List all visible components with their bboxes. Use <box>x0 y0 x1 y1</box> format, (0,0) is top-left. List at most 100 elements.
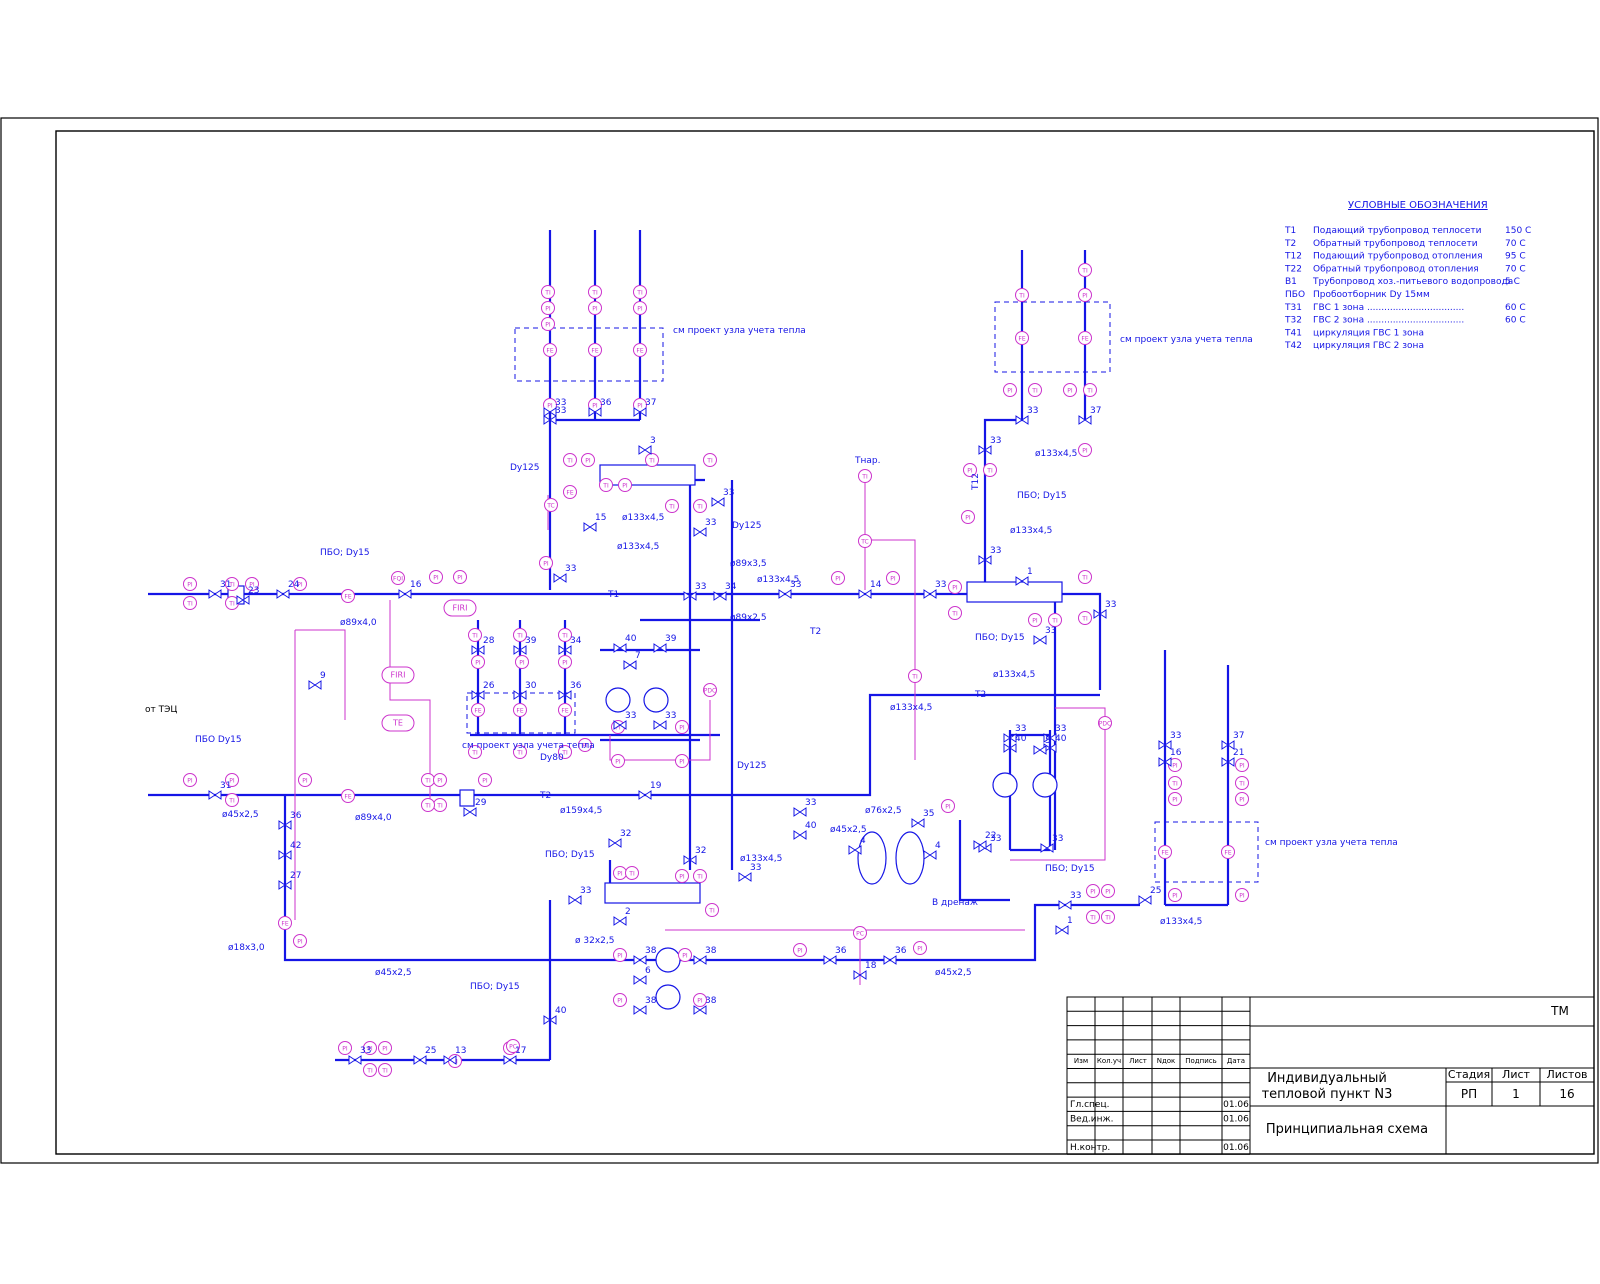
instrument-ti-icon: TI <box>705 903 719 917</box>
svg-text:TI: TI <box>706 457 713 464</box>
svg-text:TI: TI <box>1081 574 1088 581</box>
svg-text:33: 33 <box>555 406 566 416</box>
instrument-fe-icon: FE <box>563 485 577 499</box>
label-d89c: ø89х2,5 <box>730 613 767 623</box>
label-d45-c: ø45х2,5 <box>830 825 867 835</box>
legend-value: 5 С <box>1505 277 1520 287</box>
label-pbo-5: ПБО; Dy15 <box>1017 491 1067 501</box>
instrument-ti-icon: TI <box>513 628 527 642</box>
svg-text:37: 37 <box>1233 731 1244 741</box>
valve-icon: 36 <box>883 946 907 965</box>
valve-icon: 33 <box>711 488 734 507</box>
instrument-fe-icon: FE <box>278 916 292 930</box>
valve-icon: 1 <box>1055 916 1073 935</box>
title-col-header: Nдок <box>1157 1057 1176 1065</box>
pump-6b <box>655 984 681 1010</box>
instrument-pi-icon: PI <box>541 317 555 331</box>
valve-icon: 13 <box>443 1046 466 1065</box>
instrument-ti-icon: TI <box>468 745 482 759</box>
instrument-pi-icon: PI <box>515 655 529 669</box>
svg-text:32: 32 <box>695 846 706 856</box>
label-dy125-a: Dy125 <box>510 463 539 473</box>
valve-icon: 16 <box>398 580 422 599</box>
svg-text:TI: TI <box>471 632 478 639</box>
valve-icon: 33 <box>613 711 636 730</box>
label-pbo-3: ПБО; Dy15 <box>545 850 595 860</box>
valve-icon: 42 <box>278 841 301 860</box>
instrument-pi-icon: PI <box>183 577 197 591</box>
instrument-ti-icon: TI <box>468 628 482 642</box>
svg-text:39: 39 <box>525 636 537 646</box>
label-t1: Т1 <box>607 590 619 600</box>
pipe-labels: Т1 Т2 Т2 Т2 Т12 от ТЭЦ В дренаж Тнар. Dy… <box>145 326 1398 992</box>
instrument-pi-icon: PI <box>293 934 307 948</box>
valve-icon: 1 <box>1015 567 1033 586</box>
svg-text:33: 33 <box>625 711 636 721</box>
svg-text:PI: PI <box>679 758 685 765</box>
svg-text:PI: PI <box>1007 387 1013 394</box>
valve-icon: 33 <box>693 518 716 537</box>
instrument-ti-icon: TI <box>513 745 527 759</box>
svg-text:33: 33 <box>360 1046 371 1056</box>
instrument-ti-icon: TI <box>225 577 239 591</box>
valve-icon: 17 <box>503 1046 526 1065</box>
svg-text:TI: TI <box>516 632 523 639</box>
instrument-pi-icon: PI <box>675 754 689 768</box>
svg-text:PI: PI <box>547 402 553 409</box>
svg-text:38: 38 <box>705 996 717 1006</box>
signal-c <box>864 475 916 760</box>
instrument-ti-icon: TI <box>1078 570 1092 584</box>
svg-text:PI: PI <box>917 945 923 952</box>
sheet-value: 1 <box>1512 1087 1520 1101</box>
pump-7a <box>605 687 631 713</box>
svg-text:PI: PI <box>1082 292 1088 299</box>
instrument-fqi-icon: FQI <box>391 571 405 585</box>
instrument-pi-icon: PI <box>793 943 807 957</box>
instrument-ti-icon: TI <box>563 453 577 467</box>
svg-text:25: 25 <box>1150 886 1161 896</box>
signatory-role: Н.контр. <box>1070 1143 1110 1153</box>
valve-icon: 7 <box>623 651 641 670</box>
svg-text:PI: PI <box>617 997 623 1004</box>
svg-text:37: 37 <box>1090 406 1101 416</box>
svg-text:TI: TI <box>1238 780 1245 787</box>
valve-icon: 33 <box>738 863 761 882</box>
pipe-network <box>148 230 1230 1062</box>
title-col-header: Изм <box>1074 1057 1088 1065</box>
valve-icon: 36 <box>278 811 302 830</box>
valve-icon: 33 <box>683 582 706 601</box>
valve-icon: 33 <box>1003 724 1026 743</box>
valve-icon: 27 <box>278 871 301 890</box>
svg-text:23: 23 <box>248 586 259 596</box>
svg-text:15: 15 <box>595 513 606 523</box>
svg-text:33: 33 <box>580 886 591 896</box>
svg-text:40: 40 <box>1015 734 1027 744</box>
instrument-pi-icon: PI <box>558 655 572 669</box>
svg-text:TI: TI <box>861 473 868 480</box>
valve-icon: 4 <box>848 836 866 855</box>
svg-text:PI: PI <box>342 1045 348 1052</box>
signatory-date: 01.06 <box>1223 1100 1249 1110</box>
valve-icon: 33 <box>568 886 591 905</box>
valve-icon: 37 <box>1078 406 1101 425</box>
signatory-role: Гл.спец. <box>1070 1100 1109 1110</box>
svg-text:3: 3 <box>650 436 656 446</box>
valve-icon: 33 <box>778 580 801 599</box>
svg-text:1: 1 <box>1067 916 1073 926</box>
valve-icon: 4 <box>923 841 941 860</box>
svg-text:TI: TI <box>648 457 655 464</box>
svg-text:PI: PI <box>1172 796 1178 803</box>
valve-icon: 35 <box>911 809 934 828</box>
instrument-pi-icon: PI <box>245 577 259 591</box>
svg-text:PI: PI <box>637 402 643 409</box>
instrument-fe-icon: FE <box>513 703 527 717</box>
instrument-ti-icon: TI <box>558 745 572 759</box>
instrument-ti-icon: TI <box>421 773 435 787</box>
svg-text:TI: TI <box>228 581 235 588</box>
instrument-pi-icon: PI <box>539 556 553 570</box>
svg-text:PC: PC <box>509 1043 517 1050</box>
svg-text:PI: PI <box>622 482 628 489</box>
svg-text:TI: TI <box>1089 914 1096 921</box>
svg-text:PI: PI <box>1032 617 1038 624</box>
